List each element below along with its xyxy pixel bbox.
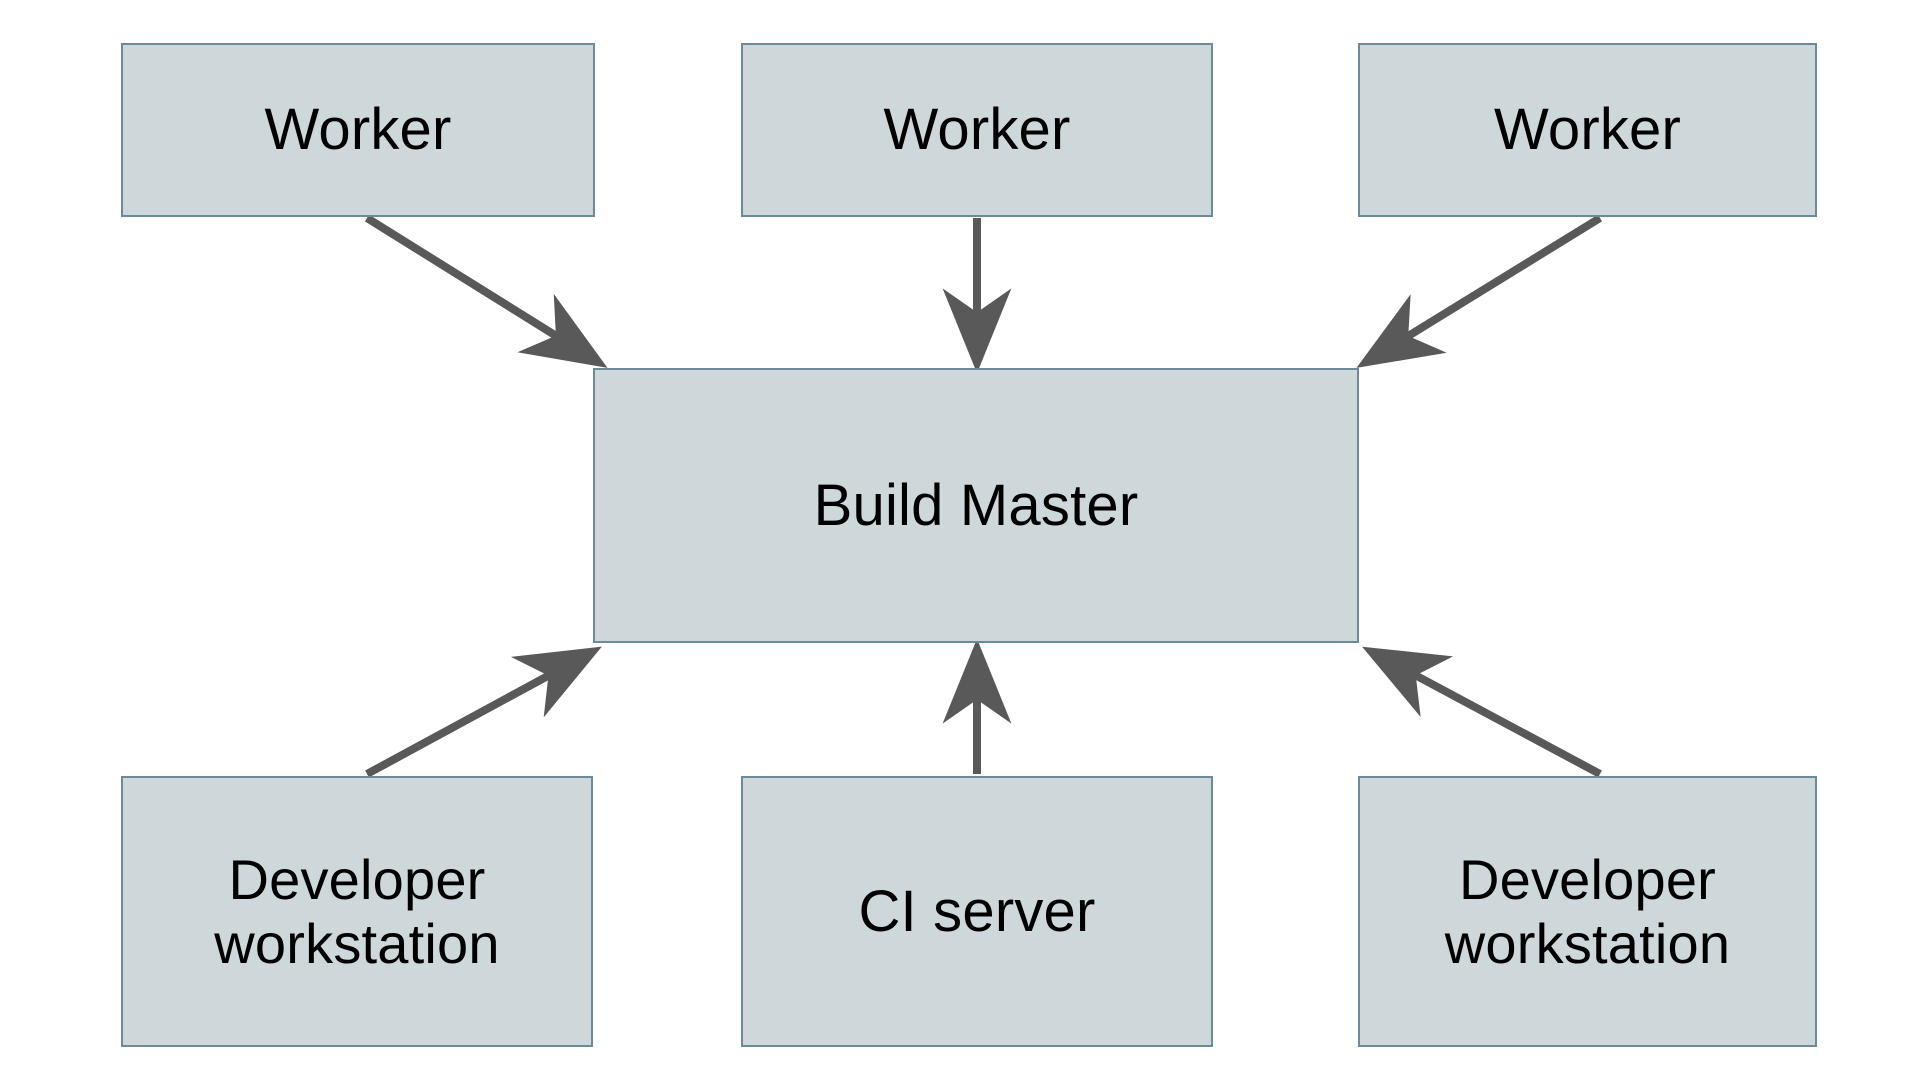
node-worker-3[interactable]: Worker xyxy=(1358,43,1817,217)
edge-dev-ws-right-to-build-master xyxy=(1362,646,1602,778)
node-developer-workstation-left[interactable]: Developer workstation xyxy=(121,776,593,1047)
node-build-master-label: Build Master xyxy=(813,472,1139,538)
edge-dev-ws-left-to-build-master xyxy=(365,646,602,778)
node-ci-server[interactable]: CI server xyxy=(741,776,1213,1047)
node-developer-workstation-right[interactable]: Developer workstation xyxy=(1358,776,1817,1047)
node-worker-3-label: Worker xyxy=(1493,97,1682,163)
node-build-master[interactable]: Build Master xyxy=(593,368,1359,643)
edge-worker-1-to-build-master xyxy=(364,214,608,368)
node-ci-server-label: CI server xyxy=(858,878,1096,944)
node-worker-2[interactable]: Worker xyxy=(741,43,1213,217)
node-worker-1[interactable]: Worker xyxy=(121,43,595,217)
node-worker-1-label: Worker xyxy=(264,97,452,163)
node-worker-2-label: Worker xyxy=(883,97,1071,163)
edge-worker-3-to-build-master xyxy=(1356,214,1603,368)
node-developer-workstation-right-label: Developer workstation xyxy=(1444,848,1731,975)
node-developer-workstation-left-label: Developer workstation xyxy=(214,848,500,975)
